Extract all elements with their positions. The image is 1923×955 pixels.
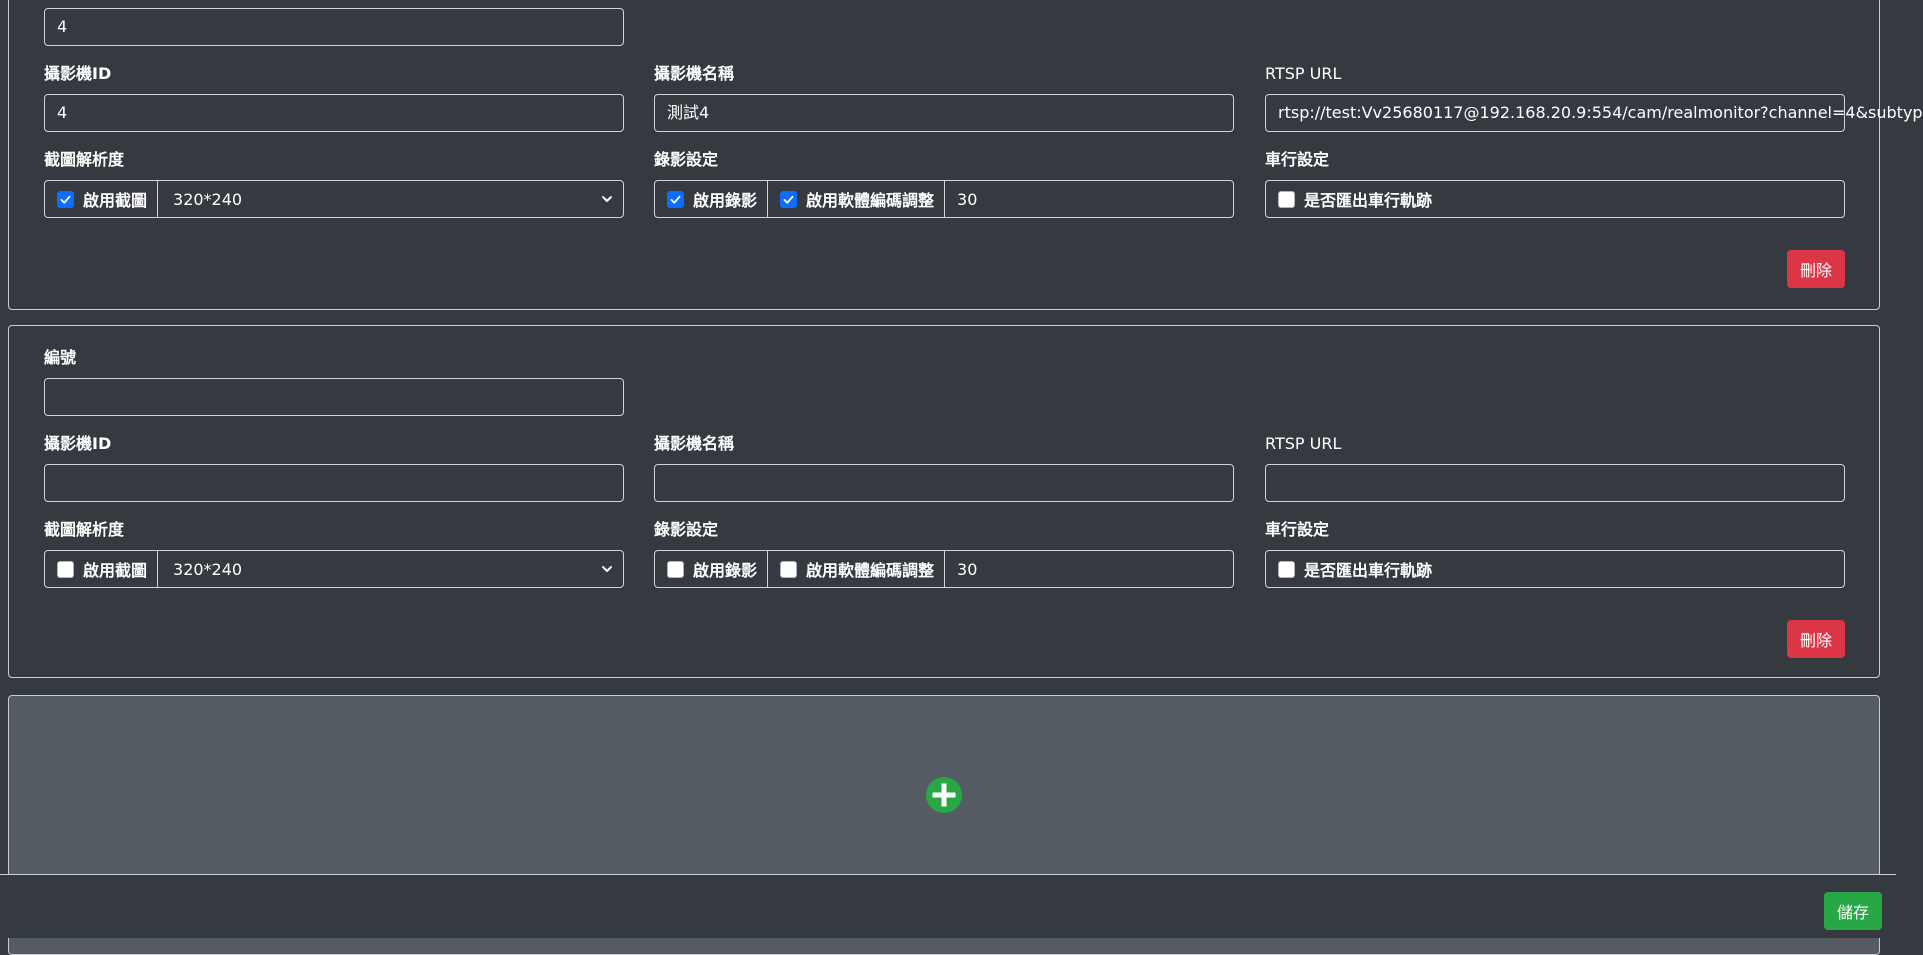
record-settings-label: 錄影設定 xyxy=(654,520,719,539)
rtsp-url-input[interactable] xyxy=(1265,464,1845,502)
snapshot-resolution-label: 截圖解析度 xyxy=(44,520,125,539)
vehicle-group: 是否匯出車行軌跡 xyxy=(1265,550,1845,588)
record-enable-toggle[interactable]: 啟用錄影 xyxy=(655,551,769,587)
soft-encode-toggle[interactable]: 啟用軟體編碼調整 xyxy=(768,551,946,587)
snapshot-resolution-value: 320*240 xyxy=(173,189,243,209)
vehicle-settings-label: 車行設定 xyxy=(1265,520,1330,539)
plus-circle-icon[interactable] xyxy=(926,777,962,813)
number-input[interactable]: 4 xyxy=(44,8,624,46)
camera-id-label: 攝影機ID xyxy=(44,64,112,83)
vehicle-export-toggle[interactable]: 是否匯出車行軌跡 xyxy=(1266,551,1844,587)
delete-button[interactable]: 刪除 xyxy=(1787,620,1845,658)
soft-encode-label: 啟用軟體編碼調整 xyxy=(806,191,935,210)
snapshot-resolution-value: 320*240 xyxy=(173,559,243,579)
snapshot-enable-toggle[interactable]: 啟用截圖 xyxy=(45,551,159,587)
rtsp-url-label: RTSP URL xyxy=(1265,434,1342,453)
vehicle-export-label: 是否匯出車行軌跡 xyxy=(1304,191,1433,210)
chevron-down-icon xyxy=(601,563,613,575)
check-icon xyxy=(60,195,71,204)
number-label: 編號 xyxy=(44,348,77,367)
snapshot-enable-label: 啟用截圖 xyxy=(83,561,148,580)
snapshot-resolution-select[interactable]: 320*240 xyxy=(158,181,623,217)
record-group: 啟用錄影 啟用軟體編碼調整 30 xyxy=(654,550,1234,588)
snapshot-resolution-select[interactable]: 320*240 xyxy=(158,551,623,587)
record-enable-label: 啟用錄影 xyxy=(693,191,758,210)
rtsp-url-input[interactable]: rtsp://test:Vv25680117@192.168.20.9:554/… xyxy=(1265,94,1923,132)
camera-name-input[interactable] xyxy=(654,464,1234,502)
camera-name-input[interactable]: 測試4 xyxy=(654,94,1234,132)
record-enable-label: 啟用錄影 xyxy=(693,561,758,580)
camera-id-input[interactable]: 4 xyxy=(44,94,624,132)
vehicle-export-toggle[interactable]: 是否匯出車行軌跡 xyxy=(1266,181,1844,217)
soft-encode-label: 啟用軟體編碼調整 xyxy=(806,561,935,580)
record-enable-checkbox[interactable] xyxy=(667,190,684,208)
vehicle-export-label: 是否匯出車行軌跡 xyxy=(1304,561,1433,580)
record-enable-toggle[interactable]: 啟用錄影 xyxy=(655,181,769,217)
save-button[interactable]: 儲存 xyxy=(1824,892,1882,930)
vehicle-group: 是否匯出車行軌跡 xyxy=(1265,180,1845,218)
number-input[interactable] xyxy=(44,378,624,416)
delete-button[interactable]: 刪除 xyxy=(1787,250,1845,288)
camera-id-label: 攝影機ID xyxy=(44,434,112,453)
snapshot-resolution-label: 截圖解析度 xyxy=(44,150,125,169)
vehicle-settings-label: 車行設定 xyxy=(1265,150,1330,169)
chevron-down-icon xyxy=(601,193,613,205)
camera-name-label: 攝影機名稱 xyxy=(654,64,735,83)
snapshot-group: 啟用截圖 320*240 xyxy=(44,180,624,218)
record-value-input[interactable]: 30 xyxy=(957,189,978,209)
vehicle-export-checkbox[interactable] xyxy=(1278,560,1295,578)
camera-card-1 xyxy=(8,0,1880,310)
snapshot-enable-label: 啟用截圖 xyxy=(83,191,148,210)
soft-encode-checkbox[interactable] xyxy=(780,560,798,578)
snapshot-enable-toggle[interactable]: 啟用截圖 xyxy=(45,181,159,217)
record-settings-label: 錄影設定 xyxy=(654,150,719,169)
snapshot-enable-checkbox[interactable] xyxy=(57,190,74,208)
footer-bar xyxy=(0,874,1896,938)
vehicle-export-checkbox[interactable] xyxy=(1278,190,1295,208)
check-icon xyxy=(670,195,681,204)
check-icon xyxy=(783,195,794,204)
camera-id-input[interactable] xyxy=(44,464,624,502)
rtsp-url-label: RTSP URL xyxy=(1265,64,1342,83)
record-enable-checkbox[interactable] xyxy=(667,560,684,578)
snapshot-group: 啟用截圖 320*240 xyxy=(44,550,624,588)
soft-encode-checkbox[interactable] xyxy=(780,190,798,208)
record-group: 啟用錄影 啟用軟體編碼調整 30 xyxy=(654,180,1234,218)
soft-encode-toggle[interactable]: 啟用軟體編碼調整 xyxy=(768,181,946,217)
camera-name-label: 攝影機名稱 xyxy=(654,434,735,453)
record-value-input[interactable]: 30 xyxy=(957,559,978,579)
snapshot-enable-checkbox[interactable] xyxy=(57,560,74,578)
